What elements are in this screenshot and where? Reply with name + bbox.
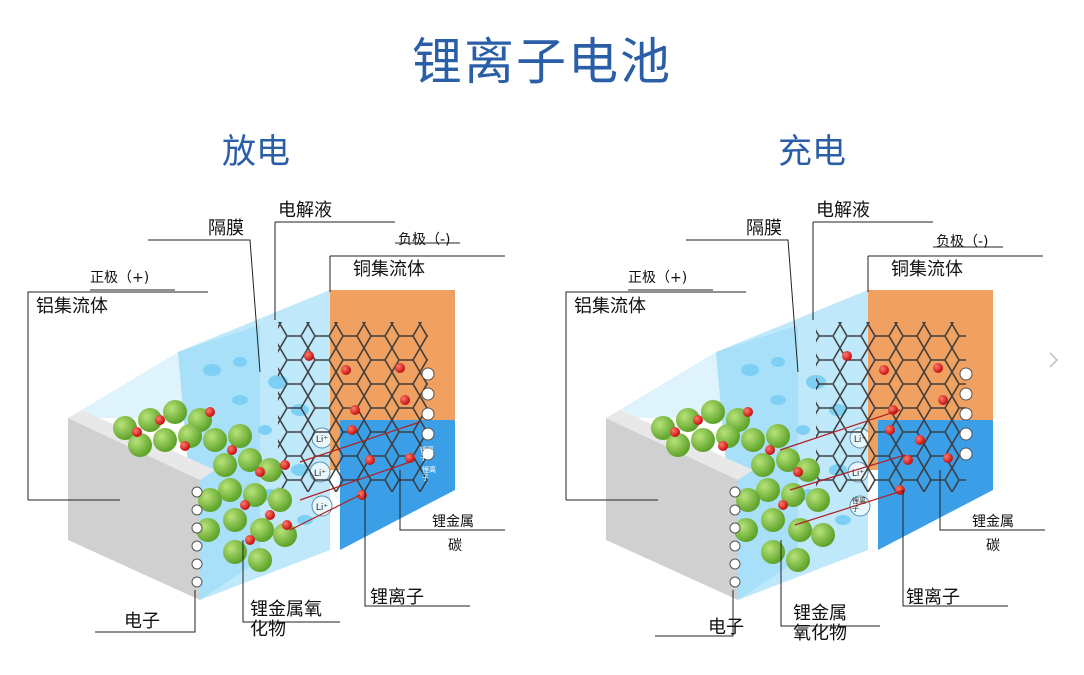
discharge-tiny-label-a: 锂离子 (420, 446, 434, 462)
discharge-separator-label: 隔膜 (208, 218, 244, 239)
discharge-electrolyte-label: 电解液 (278, 200, 332, 221)
discharge-cu-collector-label: 铜集流体 (353, 259, 425, 280)
discharge-oxide-label: 锂金属氧化物 (250, 599, 322, 640)
discharge-al-collector-label: 铝集流体 (36, 296, 108, 317)
discharge-negative-label: 负极（-) (398, 232, 451, 248)
charge-heading: 充电 (778, 132, 846, 172)
charge-li-metal-label: 锂金属 (972, 514, 1014, 530)
charge-li-ion-label: 锂离子 (906, 587, 960, 608)
discharge-tiny-label-b: 锂离子 (422, 466, 436, 482)
discharge-carbon-label: 碳 (448, 538, 462, 554)
charge-lithium-dots (670, 351, 953, 510)
charge-electrolyte-label: 电解液 (816, 200, 870, 221)
svg-text:Li⁺: Li⁺ (316, 503, 329, 513)
aluminum-collector (68, 418, 200, 600)
charge-aluminum-collector (606, 418, 738, 600)
charge-negative-label: 负极（-) (936, 234, 989, 250)
page-title: 锂离子电池 (412, 33, 672, 91)
charge-cu-collector-label: 铜集流体 (891, 259, 963, 280)
discharge-li-metal-label: 锂金属 (432, 514, 474, 530)
charge-separator-label: 隔膜 (746, 218, 782, 239)
charge-positive-label: 正极（+) (628, 270, 688, 286)
next-chevron-icon (1049, 352, 1059, 368)
discharge-positive-label: 正极（+) (90, 270, 150, 286)
charge-carbon-label: 碳 (986, 538, 1000, 554)
charge-electron-label: 电子 (708, 617, 744, 638)
leader-lines (27, 221, 505, 633)
discharge-heading: 放电 (222, 132, 290, 172)
charge-al-collector-label: 铝集流体 (574, 296, 646, 317)
discharge-electron-label: 电子 (124, 611, 160, 632)
discharge-li-ion-label: 锂离子 (370, 587, 424, 608)
charge-leader-lines (565, 221, 1045, 637)
charge-tiny-label-a: 锂离子 (852, 497, 866, 513)
charge-oxide-label: 锂金属氧化物 (793, 603, 847, 644)
charge-cathode-spheres (651, 400, 835, 572)
